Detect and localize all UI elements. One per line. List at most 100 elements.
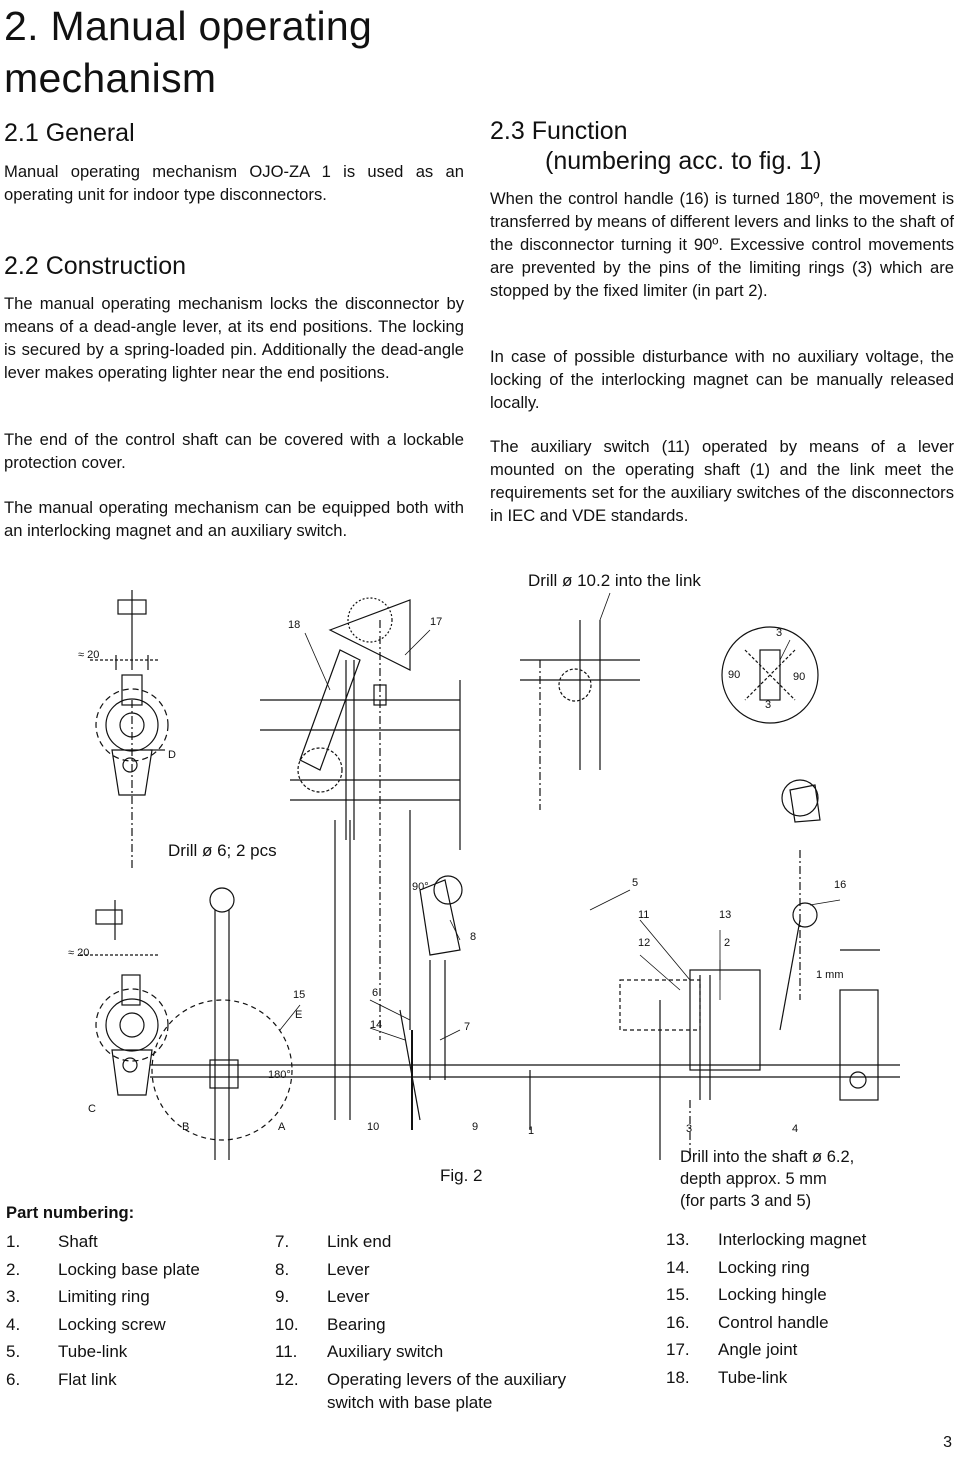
function-paragraph-3: The auxiliary switch (11) operated by me… <box>490 437 954 525</box>
section-heading-function: 2.3 Function <box>490 117 628 145</box>
label-e: E <box>295 1009 302 1021</box>
label-180: 180° <box>268 1069 291 1081</box>
label-b: B <box>182 1121 189 1133</box>
label-11: 11 <box>638 909 649 921</box>
label-17: 17 <box>430 616 442 628</box>
detail-limiting-ring <box>721 626 819 724</box>
part-name: Link end <box>327 1232 392 1251</box>
handle-detail <box>779 779 821 1031</box>
label-1: 1 <box>528 1125 534 1137</box>
part-number: 8. <box>275 1259 290 1279</box>
part-number: 3. <box>6 1287 21 1307</box>
part-item: 12.Operating levers of the auxiliary swi… <box>275 1366 615 1414</box>
part-item: 18.Tube-link <box>666 1364 946 1392</box>
label-6: 6 <box>372 987 378 999</box>
label-d: D <box>168 749 176 761</box>
part-name: Control handle <box>718 1312 829 1332</box>
part-number: 10. <box>275 1314 299 1334</box>
figure-caption: Fig. 2 <box>440 1166 483 1185</box>
part-item: 4. Locking screw <box>6 1311 256 1339</box>
label-10: 10 <box>367 1121 379 1133</box>
part-item: 16. Control handle <box>666 1309 946 1337</box>
part-name: Interlocking magnet <box>718 1230 867 1249</box>
page-title: 2. Manual operating mechanism <box>4 3 373 101</box>
part-number: 5. <box>6 1342 21 1362</box>
part-item: 6. Flat link <box>6 1366 256 1394</box>
part-name: Bearing <box>327 1314 386 1334</box>
drill-shaft-note: Drill into the shaft ø 6.2, depth approx… <box>680 1146 854 1212</box>
label-2: 2 <box>724 937 730 949</box>
part-name: Tube-link <box>58 1342 128 1362</box>
detail-d <box>90 590 169 870</box>
label-4: 4 <box>792 1123 798 1135</box>
part-item: 17. Angle joint <box>666 1336 946 1364</box>
drill-6-note: Drill ø 6; 2 pcs <box>168 841 277 860</box>
parts-heading: Part numbering: <box>6 1203 135 1222</box>
label-90c: 90° <box>412 881 429 893</box>
mechanism-drawing: ≈ 20 D 18 17 3 90 90 3 90° 5 16 11 13 8 … <box>68 590 900 1160</box>
section-subheading-function: (numbering acc. to fig. 1) <box>545 147 822 175</box>
drill-shaft-line-1: Drill into the shaft ø 6.2, <box>680 1148 855 1166</box>
label-15: 15 <box>293 989 305 1001</box>
part-name: Lever <box>327 1259 370 1279</box>
label-1mm: 1 mm <box>816 969 844 981</box>
part-number: 7. <box>275 1232 290 1251</box>
function-paragraph-2: In case of possible disturbance with no … <box>490 347 954 412</box>
label-16: 16 <box>834 879 846 891</box>
parts-list-1: 1. Shaft 2. Locking base plate 3. Limiting ri… <box>6 1228 256 1394</box>
general-text: Manual operating mechanism OJO-ZA 1 is u… <box>4 162 464 204</box>
construction-paragraph-2: The end of the control shaft can be cove… <box>4 430 464 472</box>
part-name: Flat link <box>58 1369 117 1389</box>
part-name: Angle joint <box>718 1340 798 1360</box>
drawing-labels: ≈ 20 D 18 17 3 90 90 3 90° 5 16 11 13 8 … <box>68 616 846 1137</box>
part-number: 6. <box>6 1369 21 1389</box>
part-number: 17. <box>666 1340 690 1360</box>
part-number: 16. <box>666 1312 690 1332</box>
part-name: Lever <box>327 1287 370 1307</box>
part-number: 14. <box>666 1257 690 1277</box>
part-number: 1. <box>6 1232 21 1251</box>
part-name: Locking base plate <box>58 1259 200 1279</box>
part-name: Locking hingle <box>718 1285 827 1305</box>
part-item: 2. Locking base plate <box>6 1256 256 1284</box>
label-3b: 3 <box>765 699 771 711</box>
part-item: 3. Limiting ring <box>6 1283 256 1311</box>
label-5: 5 <box>632 877 638 889</box>
part-name: Shaft <box>58 1232 98 1251</box>
label-12: 12 <box>638 937 650 949</box>
drill-shaft-line-3: (for parts 3 and 5) <box>680 1192 812 1210</box>
part-item: 5. Tube-link <box>6 1338 256 1366</box>
section-heading-general: 2.1 General <box>4 119 135 147</box>
part-name: Operating levers of the auxiliary switch… <box>327 1369 567 1412</box>
label-90b: 90 <box>793 671 805 683</box>
label-18: 18 <box>288 619 300 631</box>
detail-c <box>80 900 169 1096</box>
part-number: 4. <box>6 1314 21 1334</box>
part-item: 14. Locking ring <box>666 1254 946 1282</box>
part-item: 10. Bearing <box>275 1311 615 1339</box>
part-number: 15. <box>666 1285 690 1305</box>
part-name: Locking ring <box>718 1257 810 1277</box>
part-item: 7. Link end <box>275 1228 615 1256</box>
drill-link-note: Drill ø 10.2 into the link <box>528 571 701 590</box>
part-item: 13. Interlocking magnet <box>666 1226 946 1254</box>
construction-paragraph-3: The manual operating mechanism can be eq… <box>4 498 464 540</box>
drill-shaft-line-2: depth approx. 5 mm <box>680 1170 827 1188</box>
label-3c: 3 <box>686 1123 692 1135</box>
label-14: 14 <box>370 1019 382 1031</box>
label-9: 9 <box>472 1121 478 1133</box>
part-name: Locking screw <box>58 1314 166 1334</box>
label-a: A <box>278 1121 286 1133</box>
part-number: 13. <box>666 1230 690 1249</box>
leader-lines <box>279 592 841 1041</box>
section-heading-construction: 2.2 Construction <box>4 252 187 280</box>
construction-paragraph-1: The manual operating mechanism locks the… <box>4 294 464 382</box>
function-paragraph-1: When the control handle (16) is turned 1… <box>490 189 954 300</box>
part-number: 2. <box>6 1259 21 1279</box>
lower-mechanism <box>150 820 900 1160</box>
part-number: 18. <box>666 1367 690 1387</box>
part-name: Limiting ring <box>58 1287 150 1307</box>
part-item: 9.Lever <box>275 1283 615 1311</box>
label-8: 8 <box>470 931 476 943</box>
